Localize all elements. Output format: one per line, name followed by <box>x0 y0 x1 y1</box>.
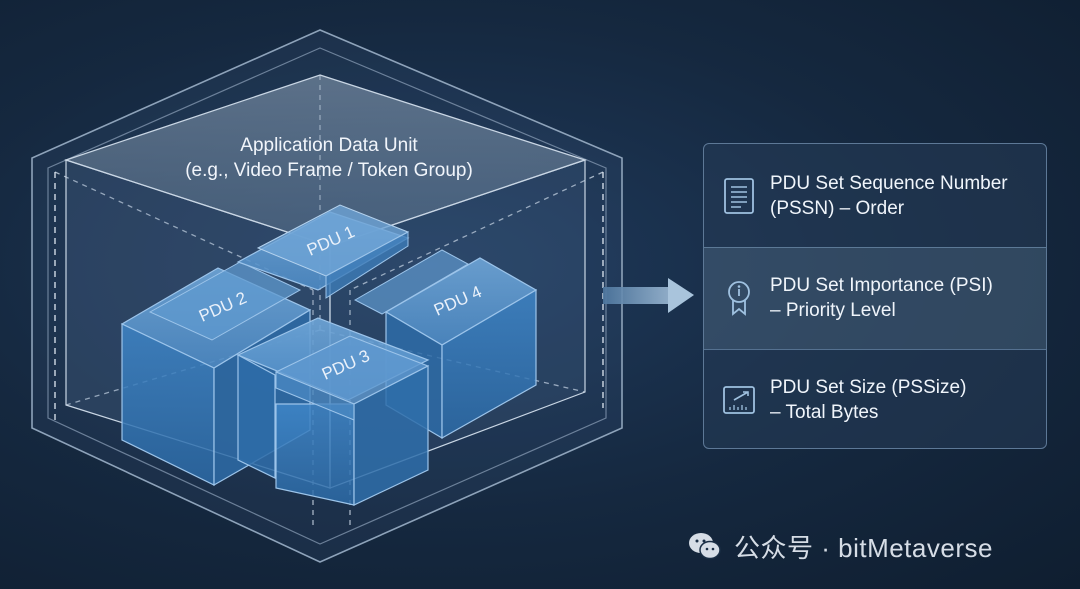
info-row-pssize-line2: – Total Bytes <box>770 401 879 423</box>
divider <box>704 349 1046 350</box>
info-row-pssize: PDU Set Size (PSSize) – Total Bytes <box>704 349 1046 448</box>
info-row-pssize-line1: PDU Set Size (PSSize) <box>770 376 967 398</box>
info-row-pssn-line1: PDU Set Sequence Number <box>770 172 1008 194</box>
info-row-pssn-line2: (PSSN) – Order <box>770 197 905 219</box>
inner-hexagon <box>47 47 607 545</box>
wechat-icon <box>689 533 721 560</box>
size-gauge-icon <box>722 381 756 419</box>
divider <box>704 247 1046 248</box>
info-row-psi-line1: PDU Set Importance (PSI) <box>770 275 993 296</box>
dashed-boundary <box>54 172 604 420</box>
adu-title-line2: (e.g., Video Frame / Token Group) <box>185 160 473 181</box>
pdu-set-info-panel: PDU Set Sequence Number (PSSN) – Order P… <box>703 143 1047 449</box>
info-row-psi-line2: – Priority Level <box>770 300 896 321</box>
document-list-icon <box>722 177 756 215</box>
watermark-text: 公众号 · bitMetaverse <box>734 532 993 563</box>
arrow-right <box>603 278 694 313</box>
pdu-3-box <box>236 317 430 506</box>
pdu-1-box <box>236 204 410 299</box>
info-row-psi: PDU Set Importance (PSI) – Priority Leve… <box>704 247 1046 349</box>
info-row-pssn: PDU Set Sequence Number (PSSN) – Order <box>704 144 1046 247</box>
watermark: 公众号 · bitMetaverse <box>688 528 993 564</box>
award-ribbon-icon <box>722 279 756 317</box>
adu-title-line1: Application Data Unit <box>240 135 418 156</box>
